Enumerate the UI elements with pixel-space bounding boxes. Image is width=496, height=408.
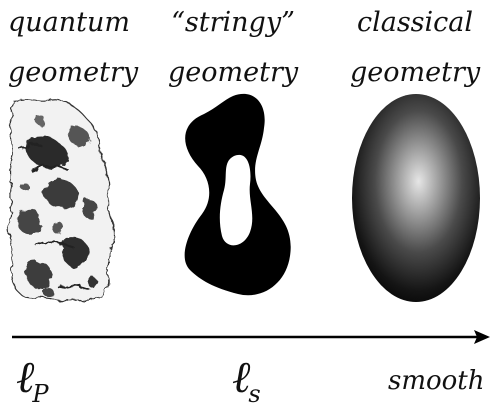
planck-subscript: P [32,380,49,408]
stringy-heading-line1: “stringy” [171,7,295,38]
classical-heading-line2: geometry [350,57,481,88]
classical-ellipse [352,94,480,302]
string-subscript: s [248,380,261,408]
string-length-label: ℓs [232,352,261,408]
scale-arrow-head [474,330,490,344]
stringy-heading: “stringy” geometry [168,8,298,88]
quantum-heading-line2: geometry [8,57,139,88]
planck-length-label: ℓP [16,352,48,408]
smooth-label: smooth [388,366,485,396]
stringy-shape [184,93,291,296]
planck-ell: ℓ [16,352,35,403]
classical-heading: classical geometry [350,8,480,88]
quantum-foam-shape [8,99,114,302]
stringy-heading-line2: geometry [168,57,299,88]
string-ell: ℓ [232,352,251,403]
quantum-heading-line1: quantum [8,7,131,38]
quantum-heading: quantum geometry [8,7,139,88]
classical-heading-line1: classical [356,7,474,38]
